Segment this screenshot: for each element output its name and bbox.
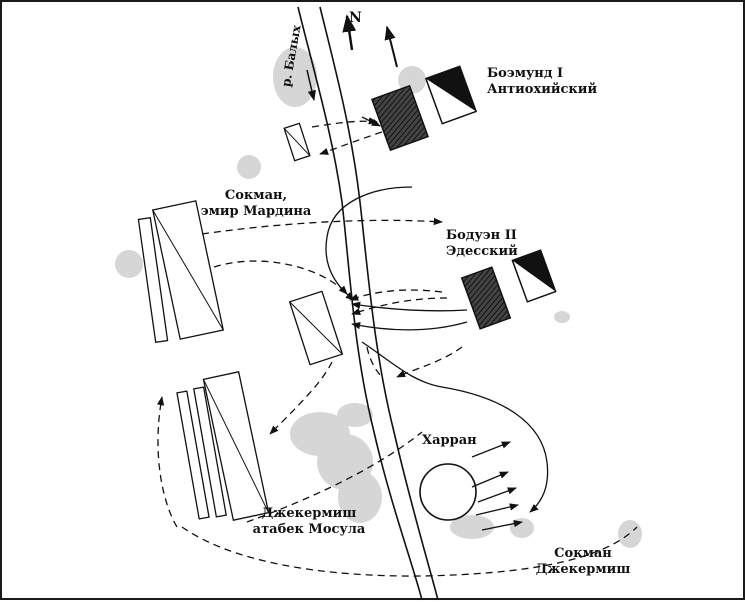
retreat-line2: Джекермиш <box>535 562 631 577</box>
bohemond-unit-leader <box>424 65 478 125</box>
river-label-box: р. Балых <box>279 18 312 98</box>
jekermish-unit-front <box>202 371 270 521</box>
retreat-line1: Сокман <box>554 546 612 561</box>
north-arrow <box>342 14 357 51</box>
baldwin-name: Бодуэн II <box>446 228 517 243</box>
baldwin-title: Эдесский <box>446 244 518 259</box>
sokman-title: эмир Мардина <box>200 204 312 219</box>
sokman-unit-rear <box>137 217 169 343</box>
north-label: N <box>349 10 362 26</box>
baldwin-label: Бодуэн II Эдесский <box>446 228 518 260</box>
baldwin-unit-main <box>460 266 512 330</box>
harran-city <box>419 463 477 521</box>
muslim-unit-small <box>283 122 311 162</box>
bohemond-name: Боэмунд I <box>487 66 564 81</box>
sokman-unit-front <box>151 200 225 340</box>
jekermish-name: Джекермиш <box>261 506 357 521</box>
baldwin-unit-leader <box>511 249 557 303</box>
sokman-label: Сокман, эмир Мардина <box>196 188 316 220</box>
bohemond-title: Антиохийский <box>487 82 598 97</box>
center-unit <box>288 290 344 366</box>
harran-label: Харран <box>422 433 477 448</box>
sokman-name: Сокман, <box>224 188 288 203</box>
bohemond-label: Боэмунд I Антиохийский <box>487 66 597 98</box>
jekermish-label: Джекермиш атабек Мосула <box>246 506 372 538</box>
dashed-movement-arrows <box>156 117 638 577</box>
jekermish-unit-mid <box>193 386 227 518</box>
river-flow-arrow <box>306 69 316 102</box>
jekermish-title: атабек Мосула <box>252 522 366 537</box>
bohemond-unit-main <box>371 84 429 152</box>
terrain <box>115 47 642 548</box>
jekermish-unit-rear <box>176 390 210 520</box>
retreat-label: Сокман Джекермиш <box>528 546 638 578</box>
bohemond-advance-arrow <box>384 25 398 68</box>
